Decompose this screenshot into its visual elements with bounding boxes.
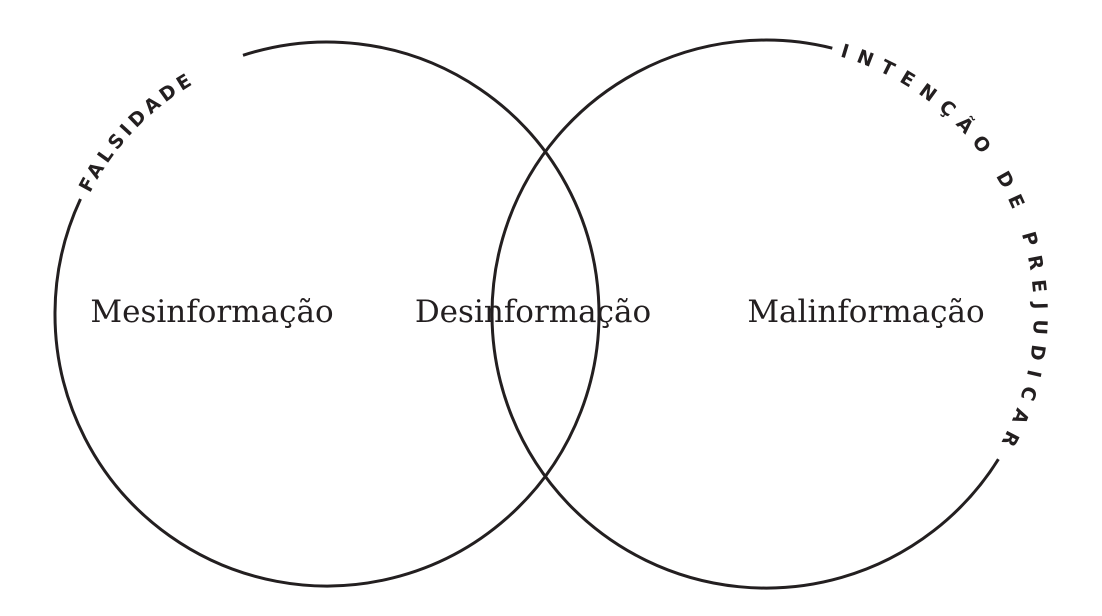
intencao-label: INTENÇÃO DE PREJUDICAR bbox=[839, 40, 1052, 451]
intencao-circle bbox=[490, 38, 1000, 590]
malinformacao-label: Malinformação bbox=[747, 294, 984, 330]
mesinformacao-label: Mesinformação bbox=[90, 294, 333, 330]
falsidade-label: FALSIDADE bbox=[74, 69, 195, 195]
desinformacao-label: Desinformação bbox=[415, 294, 651, 330]
falsidade-circle bbox=[53, 40, 601, 588]
